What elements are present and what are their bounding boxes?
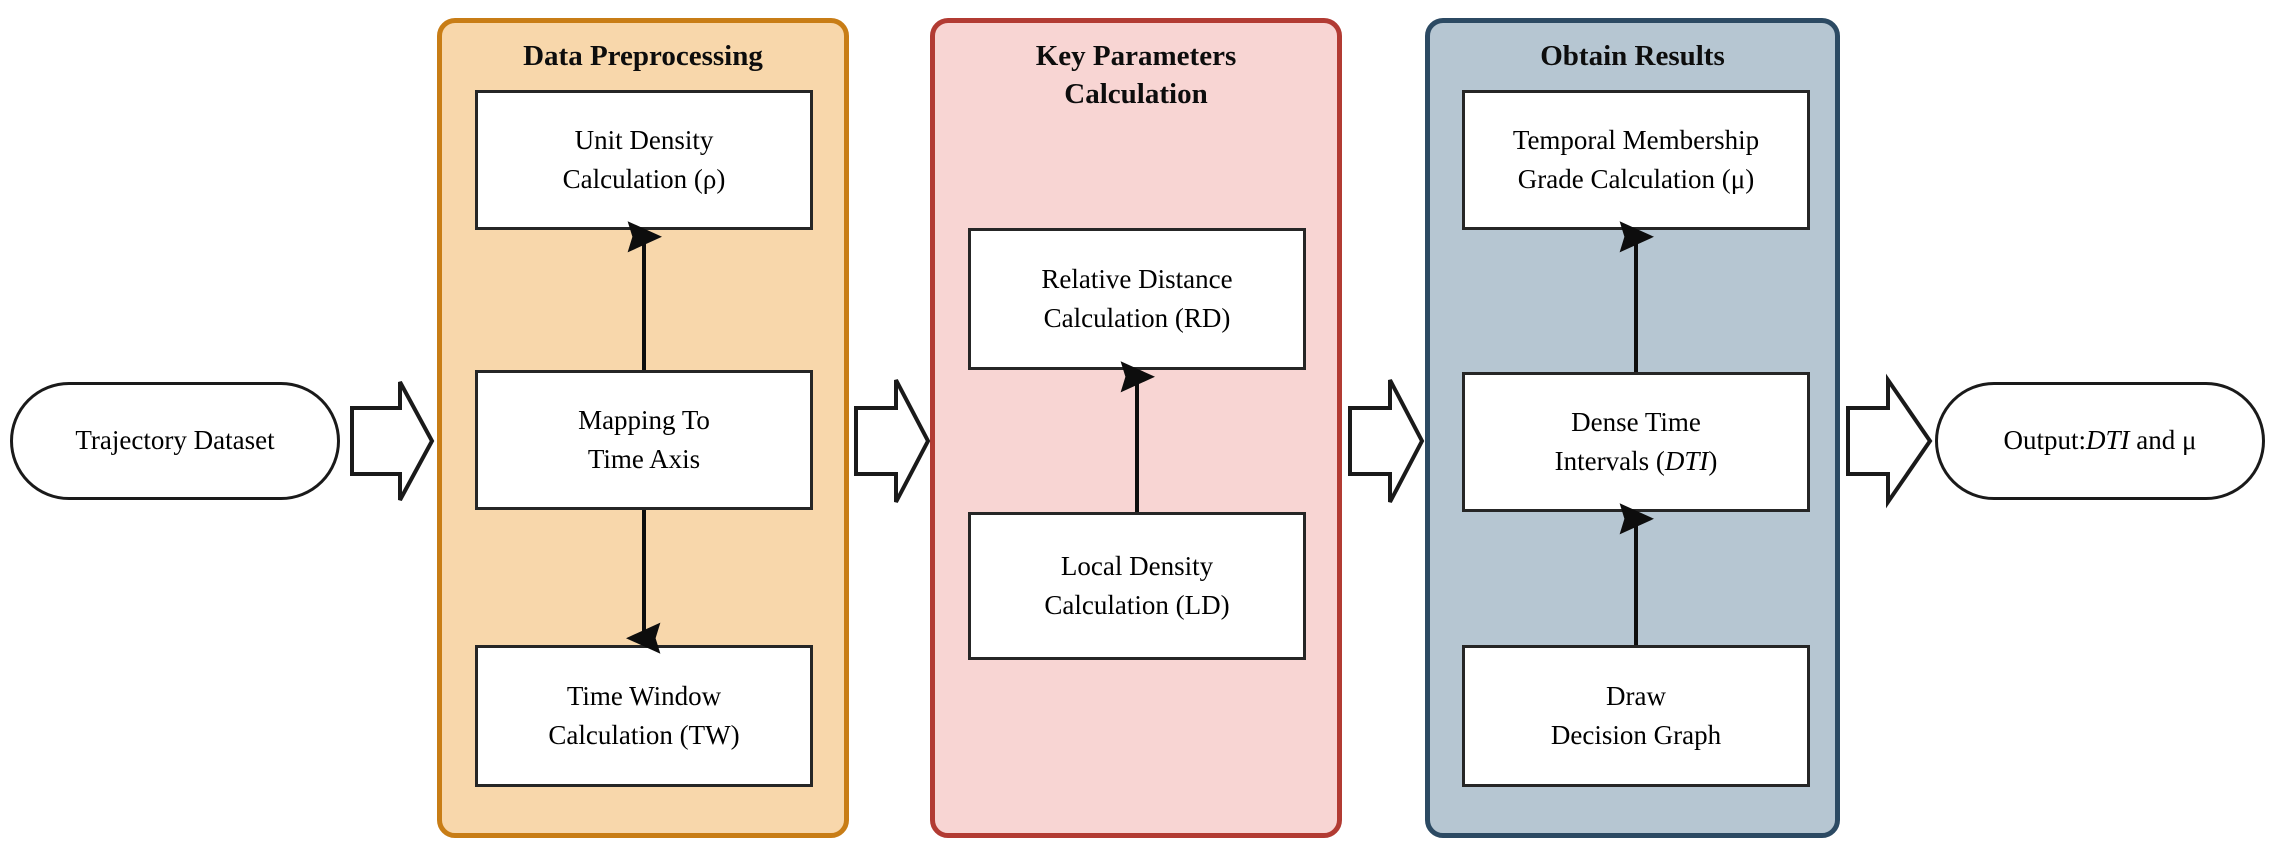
dense-time-suffix: ) — [1708, 446, 1718, 476]
step-relative-distance-line1: Relative Distance — [1041, 263, 1233, 294]
dense-time-italic-dti: DTI — [1664, 446, 1709, 476]
output-suffix: and μ — [2129, 425, 2197, 456]
output-node-label: Output:DTI and μ — [2004, 424, 2197, 458]
step-box-local-density[interactable]: Local Density Calculation (LD) — [968, 512, 1306, 660]
stage-title-text-line2: Calculation — [1064, 77, 1208, 110]
stage-title-obtain-results: Obtain Results — [1425, 38, 1840, 76]
stage-title-text: Data Preprocessing — [523, 40, 763, 72]
step-mapping-line1: Mapping To — [578, 404, 710, 435]
step-box-mapping-time-axis[interactable]: Mapping To Time Axis — [475, 370, 813, 510]
step-local-density-line2: Calculation (LD) — [1044, 590, 1230, 620]
block-arrow-right-icon-3 — [1348, 379, 1425, 503]
step-temporal-membership-line1: Temporal Membership — [1512, 124, 1760, 155]
block-arrow-right-icon-1 — [350, 381, 435, 501]
step-time-window-line2: Calculation (TW) — [548, 720, 740, 750]
step-unit-density-line1: Unit Density — [574, 124, 714, 155]
step-temporal-membership-line2: Grade Calculation (μ) — [1517, 164, 1755, 194]
step-box-unit-density[interactable]: Unit Density Calculation (ρ) — [475, 90, 813, 230]
step-mapping-line2: Time Axis — [587, 444, 701, 474]
input-node-label: Trajectory Dataset — [75, 425, 275, 456]
step-time-window-line1: Time Window — [566, 680, 722, 711]
stage-title-text-line1: Key Parameters — [1035, 40, 1237, 72]
output-italic-dti: DTI — [2086, 425, 2130, 456]
input-node-trajectory-dataset[interactable]: Trajectory Dataset — [10, 382, 340, 500]
stage-title-data-preprocessing: Data Preprocessing — [437, 38, 849, 76]
stage-title-text: Obtain Results — [1540, 40, 1725, 72]
step-draw-decision-line2: Decision Graph — [1550, 720, 1722, 750]
step-box-temporal-membership-grade[interactable]: Temporal Membership Grade Calculation (μ… — [1462, 90, 1810, 230]
block-arrow-right-icon-2 — [854, 379, 931, 503]
stage-title-key-parameters-calculation: Key Parameters Calculation — [930, 38, 1342, 113]
step-box-relative-distance[interactable]: Relative Distance Calculation (RD) — [968, 228, 1306, 370]
step-draw-decision-line1: Draw — [1606, 680, 1666, 711]
step-relative-distance-line2: Calculation (RD) — [1043, 303, 1231, 333]
step-dense-time-line1: Dense Time — [1571, 406, 1701, 437]
output-node-dti-mu[interactable]: Output:DTI and μ — [1935, 382, 2265, 500]
step-box-time-window[interactable]: Time Window Calculation (TW) — [475, 645, 813, 787]
block-arrow-right-icon-4 — [1846, 373, 1933, 509]
stage-panel-key-parameters-calculation[interactable] — [930, 18, 1342, 838]
dense-time-prefix: Intervals ( — [1554, 446, 1665, 476]
step-dense-time-line2: Intervals (DTI) — [1555, 442, 1718, 481]
step-unit-density-line2: Calculation (ρ) — [562, 164, 726, 194]
step-box-dense-time-intervals[interactable]: Dense Time Intervals (DTI) — [1462, 372, 1810, 512]
step-box-draw-decision-graph[interactable]: Draw Decision Graph — [1462, 645, 1810, 787]
step-local-density-line1: Local Density — [1060, 550, 1214, 581]
output-prefix: Output: — [2003, 425, 2087, 456]
